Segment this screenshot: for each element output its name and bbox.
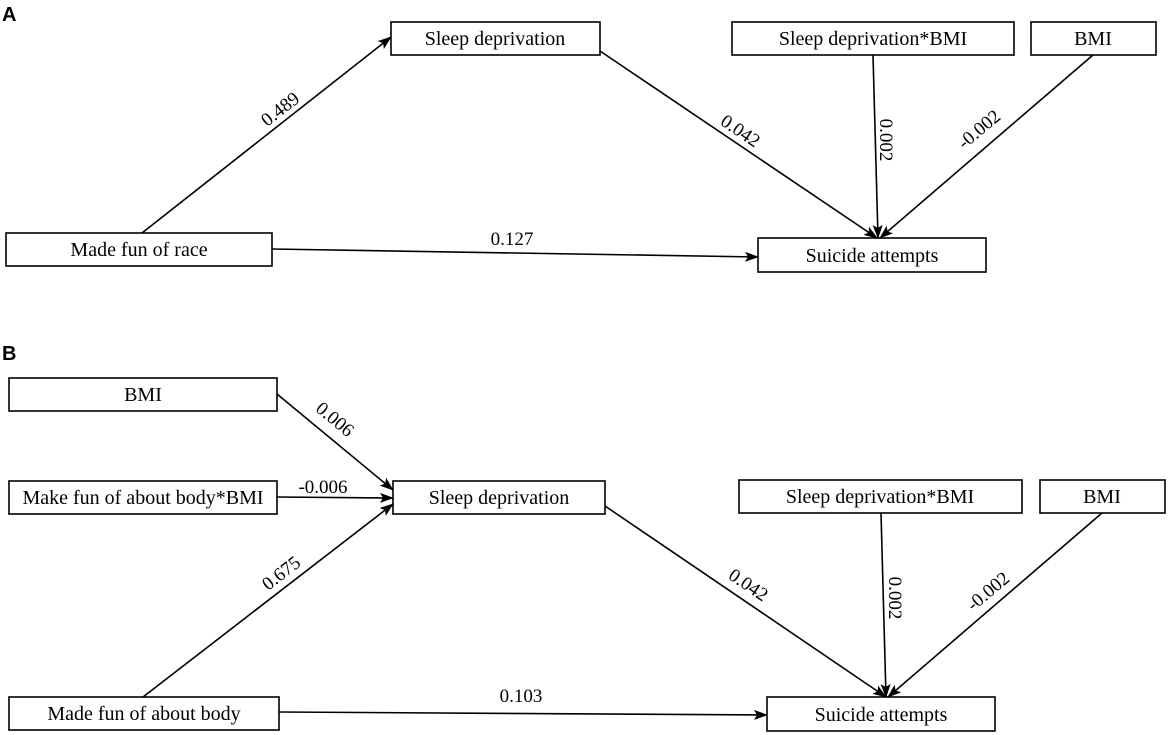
edge-a-bmi-to-suicide <box>879 54 1094 239</box>
path-coefficient-label: 0.006 <box>311 398 357 442</box>
edge-a-sleep-to-suicide <box>599 50 878 239</box>
node-label: Sleep deprivation <box>429 487 570 509</box>
edge-b-bmi-to-suicide <box>887 512 1103 698</box>
node-a-suicide-attempts: Suicide attempts <box>757 237 987 273</box>
edge-a-made-fun-to-suicide <box>271 248 759 262</box>
node-label: Suicide attempts <box>806 245 939 267</box>
node-b-bmi-left: BMI <box>8 377 278 412</box>
path-coefficient-label: -0.006 <box>298 477 347 498</box>
node-b-bmi: BMI <box>1039 479 1166 514</box>
node-label: BMI <box>124 384 162 406</box>
node-a-interaction: Sleep deprivation*BMI <box>731 21 1015 56</box>
node-b-interaction: Sleep deprivation*BMI <box>738 479 1023 514</box>
path-coefficient-label: 0.127 <box>491 229 534 250</box>
path-coefficient-label: 0.002 <box>875 119 896 162</box>
node-label: Suicide attempts <box>815 704 948 726</box>
path-coefficient-label: 0.002 <box>884 577 905 620</box>
node-b-interaction-left: Make fun of about body*BMI <box>8 480 278 515</box>
node-label: BMI <box>1083 486 1121 508</box>
panel-b: B 0.006 -0.006 0.675 0.103 0.042 0.002 -… <box>2 343 1166 732</box>
edge-b-interaction-to-suicide <box>880 512 891 698</box>
panel-a-letter: A <box>2 4 16 26</box>
edge-b-bmi-to-sleep <box>276 393 394 491</box>
node-label: Sleep deprivation*BMI <box>786 486 974 508</box>
node-label: BMI <box>1074 28 1112 50</box>
path-coefficient-label: 0.103 <box>500 686 543 707</box>
node-label: Sleep deprivation*BMI <box>779 28 967 50</box>
edge-a-made-fun-to-sleep <box>141 36 392 234</box>
node-b-sleep-deprivation: Sleep deprivation <box>392 480 606 515</box>
edge-b-sleep-to-suicide <box>604 505 887 698</box>
edge-a-interaction-to-suicide <box>872 54 883 239</box>
node-a-bmi: BMI <box>1030 21 1157 56</box>
path-coefficient-label: 0.042 <box>724 565 771 606</box>
panel-a: A 0.489 0.127 0.042 0.002 -0.002 Made fu… <box>2 4 1157 273</box>
edge-b-made-fun-to-suicide <box>278 709 768 720</box>
node-a-sleep-deprivation: Sleep deprivation <box>390 21 601 56</box>
node-label: Sleep deprivation <box>425 28 566 50</box>
panel-b-letter: B <box>2 343 16 365</box>
node-label: Make fun of about body*BMI <box>22 487 263 509</box>
path-coefficient-label: 0.675 <box>258 552 305 595</box>
node-a-made-fun: Made fun of race <box>5 232 273 267</box>
path-coefficient-label: -0.002 <box>963 568 1014 616</box>
node-b-suicide-attempts: Suicide attempts <box>766 696 996 732</box>
path-coefficient-label: -0.002 <box>954 106 1005 154</box>
node-label: Made fun of race <box>70 239 207 261</box>
edge-b-interaction-left-to-sleep <box>276 492 394 503</box>
edge-b-made-fun-to-sleep <box>142 503 394 698</box>
node-b-made-fun: Made fun of about body <box>8 696 280 731</box>
node-label: Made fun of about body <box>47 703 240 725</box>
